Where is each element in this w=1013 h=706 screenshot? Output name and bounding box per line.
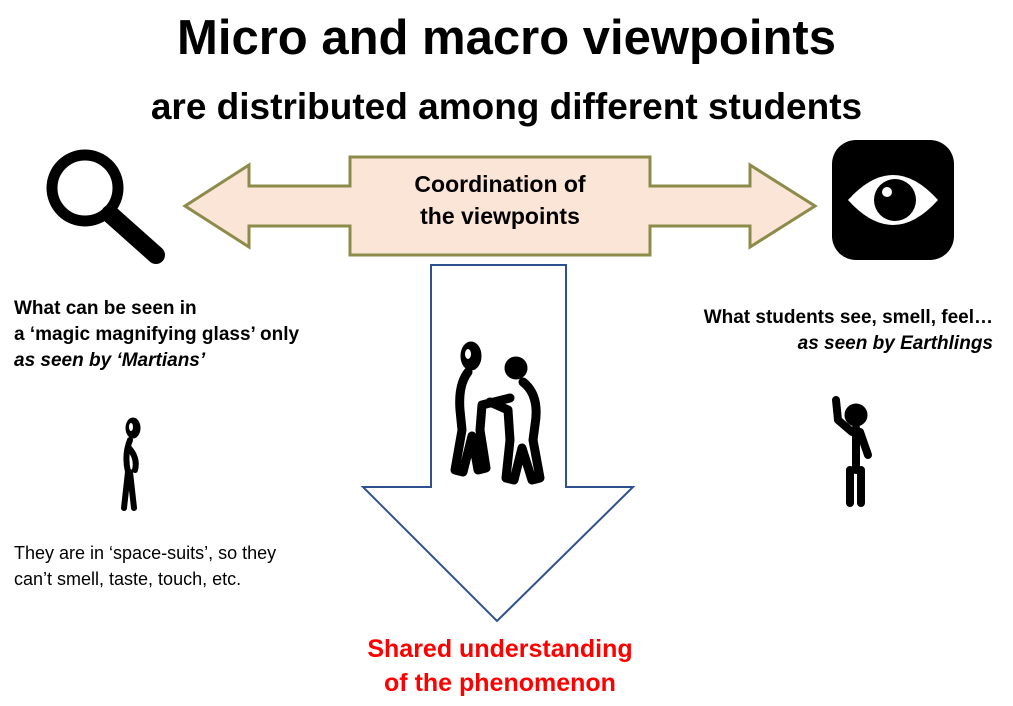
down-arrow	[360, 264, 636, 623]
coordination-line-1: Coordination of	[414, 171, 586, 197]
handshake-figures-icon	[450, 341, 545, 485]
martian-description: What can be seen in a ‘magic magnifying …	[14, 296, 299, 374]
martian-heading-line-2: a ‘magic magnifying glass’ only	[14, 324, 300, 345]
coordination-arrow	[182, 155, 818, 257]
waving-person-icon	[832, 396, 872, 507]
shared-understanding-label: Shared understanding of the phenomenon	[0, 632, 1000, 700]
page-subtitle: are distributed among different students	[150, 86, 863, 127]
shared-understanding-line-1: Shared understanding	[367, 635, 633, 663]
earthling-heading-line-2: as seen by Earthlings	[797, 333, 993, 354]
martian-heading-line-1: What can be seen in	[14, 298, 197, 319]
magnifying-glass-icon	[46, 149, 165, 264]
alien-figure-icon	[121, 417, 141, 511]
space-suit-note: They are in ‘space-suits’, so they can’t…	[14, 540, 276, 592]
space-suit-note-line-1: They are in ‘space-suits’, so they	[14, 543, 277, 563]
page-title: Micro and macro viewpoints	[177, 11, 836, 65]
shared-understanding-line-2: of the phenomenon	[384, 669, 616, 697]
earthling-description: What students see, smell, feel… as seen …	[704, 305, 993, 357]
eye-icon	[832, 140, 954, 260]
martian-heading-line-3: as seen by ‘Martians’	[14, 350, 206, 371]
coordination-label: Coordination of the viewpoints	[350, 168, 650, 232]
space-suit-note-line-2: can’t smell, taste, touch, etc.	[14, 569, 242, 589]
coordination-line-2: the viewpoints	[420, 203, 580, 229]
earthling-heading-line-1: What students see, smell, feel…	[703, 307, 993, 328]
